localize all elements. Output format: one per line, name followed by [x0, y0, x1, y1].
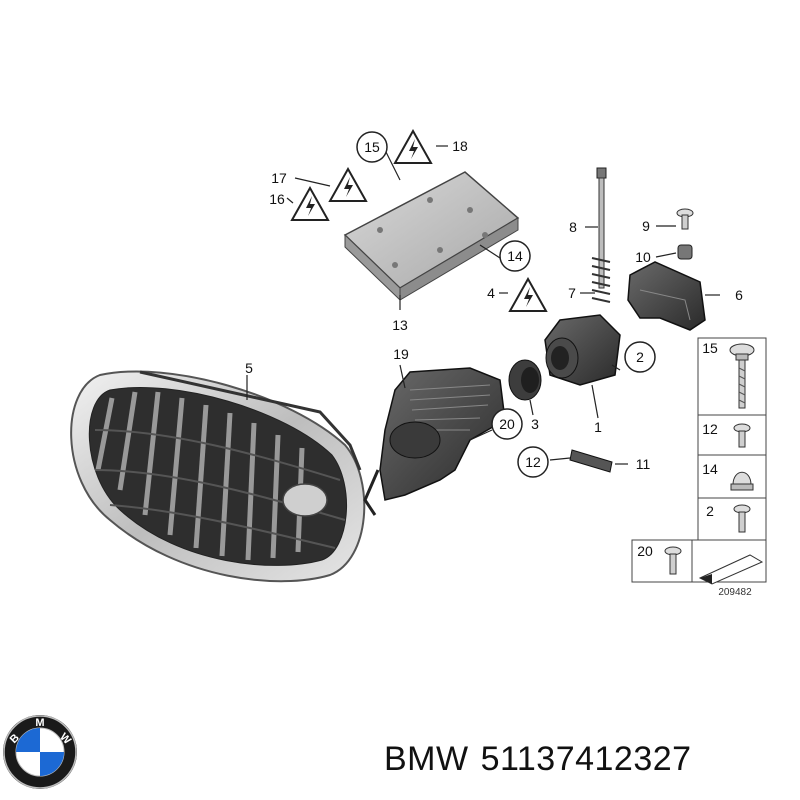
callout-15: 15 [356, 131, 388, 163]
long-bolt [596, 167, 607, 289]
label-3: 3 [531, 416, 539, 432]
screw-icon [664, 546, 682, 575]
legend-label-2: 2 [706, 503, 714, 519]
legend-label-14: 14 [702, 461, 718, 477]
legend-label-15: 15 [702, 340, 718, 356]
fastener-legend-bottom: 20 [631, 539, 767, 585]
svg-text:M: M [35, 717, 44, 729]
label-9: 9 [642, 218, 650, 234]
clip-10 [677, 244, 693, 260]
screw-icon [729, 343, 755, 409]
label-4: 4 [487, 285, 495, 301]
holder [627, 261, 706, 331]
nut-icon [730, 471, 754, 491]
callout-20: 20 [491, 408, 523, 440]
screw-icon [733, 423, 751, 448]
screw-icon [733, 504, 751, 533]
control-unit [343, 171, 520, 302]
label-1: 1 [594, 419, 602, 435]
callout-14: 14 [499, 240, 531, 272]
fastener-legend: 15 12 14 2 [697, 337, 767, 541]
part-caption: BMW 51137412327 [384, 740, 692, 779]
connector-11 [569, 449, 613, 473]
arrow-icon [698, 554, 764, 585]
label-6: 6 [735, 287, 743, 303]
label-8: 8 [569, 219, 577, 235]
sensor-bracket [363, 367, 506, 516]
electrical-warning-icon [509, 278, 547, 312]
svg-text:20: 20 [499, 416, 515, 432]
bmw-logo-icon: B M W [3, 715, 77, 789]
label-7: 7 [568, 285, 576, 301]
label-17: 17 [271, 170, 287, 186]
grommet [508, 359, 542, 401]
svg-text:14: 14 [507, 248, 523, 264]
callout-2: 2 [624, 341, 656, 373]
legend-label-12: 12 [702, 421, 718, 437]
leader-lines [246, 145, 720, 465]
legend-label-20: 20 [637, 543, 653, 559]
svg-text:2: 2 [636, 349, 644, 365]
kidney-grille [70, 370, 366, 583]
electrical-warning-icon [394, 130, 432, 164]
label-16: 16 [269, 191, 285, 207]
diagram-number: 209482 [718, 587, 752, 598]
svg-text:15: 15 [364, 139, 380, 155]
label-5: 5 [245, 360, 253, 376]
brand-name: BMW [384, 740, 469, 778]
callout-12: 12 [517, 446, 549, 478]
label-10: 10 [635, 249, 651, 265]
camera-sensor [544, 314, 621, 386]
screw-9 [676, 208, 694, 230]
label-19: 19 [393, 346, 409, 362]
part-number: 51137412327 [480, 740, 692, 778]
electrical-warning-icon [329, 168, 367, 202]
spring [591, 257, 611, 303]
svg-text:12: 12 [525, 454, 541, 470]
label-11: 11 [636, 456, 651, 472]
label-13: 13 [392, 317, 408, 333]
label-18: 18 [452, 138, 468, 154]
electrical-warning-icon [291, 187, 329, 221]
